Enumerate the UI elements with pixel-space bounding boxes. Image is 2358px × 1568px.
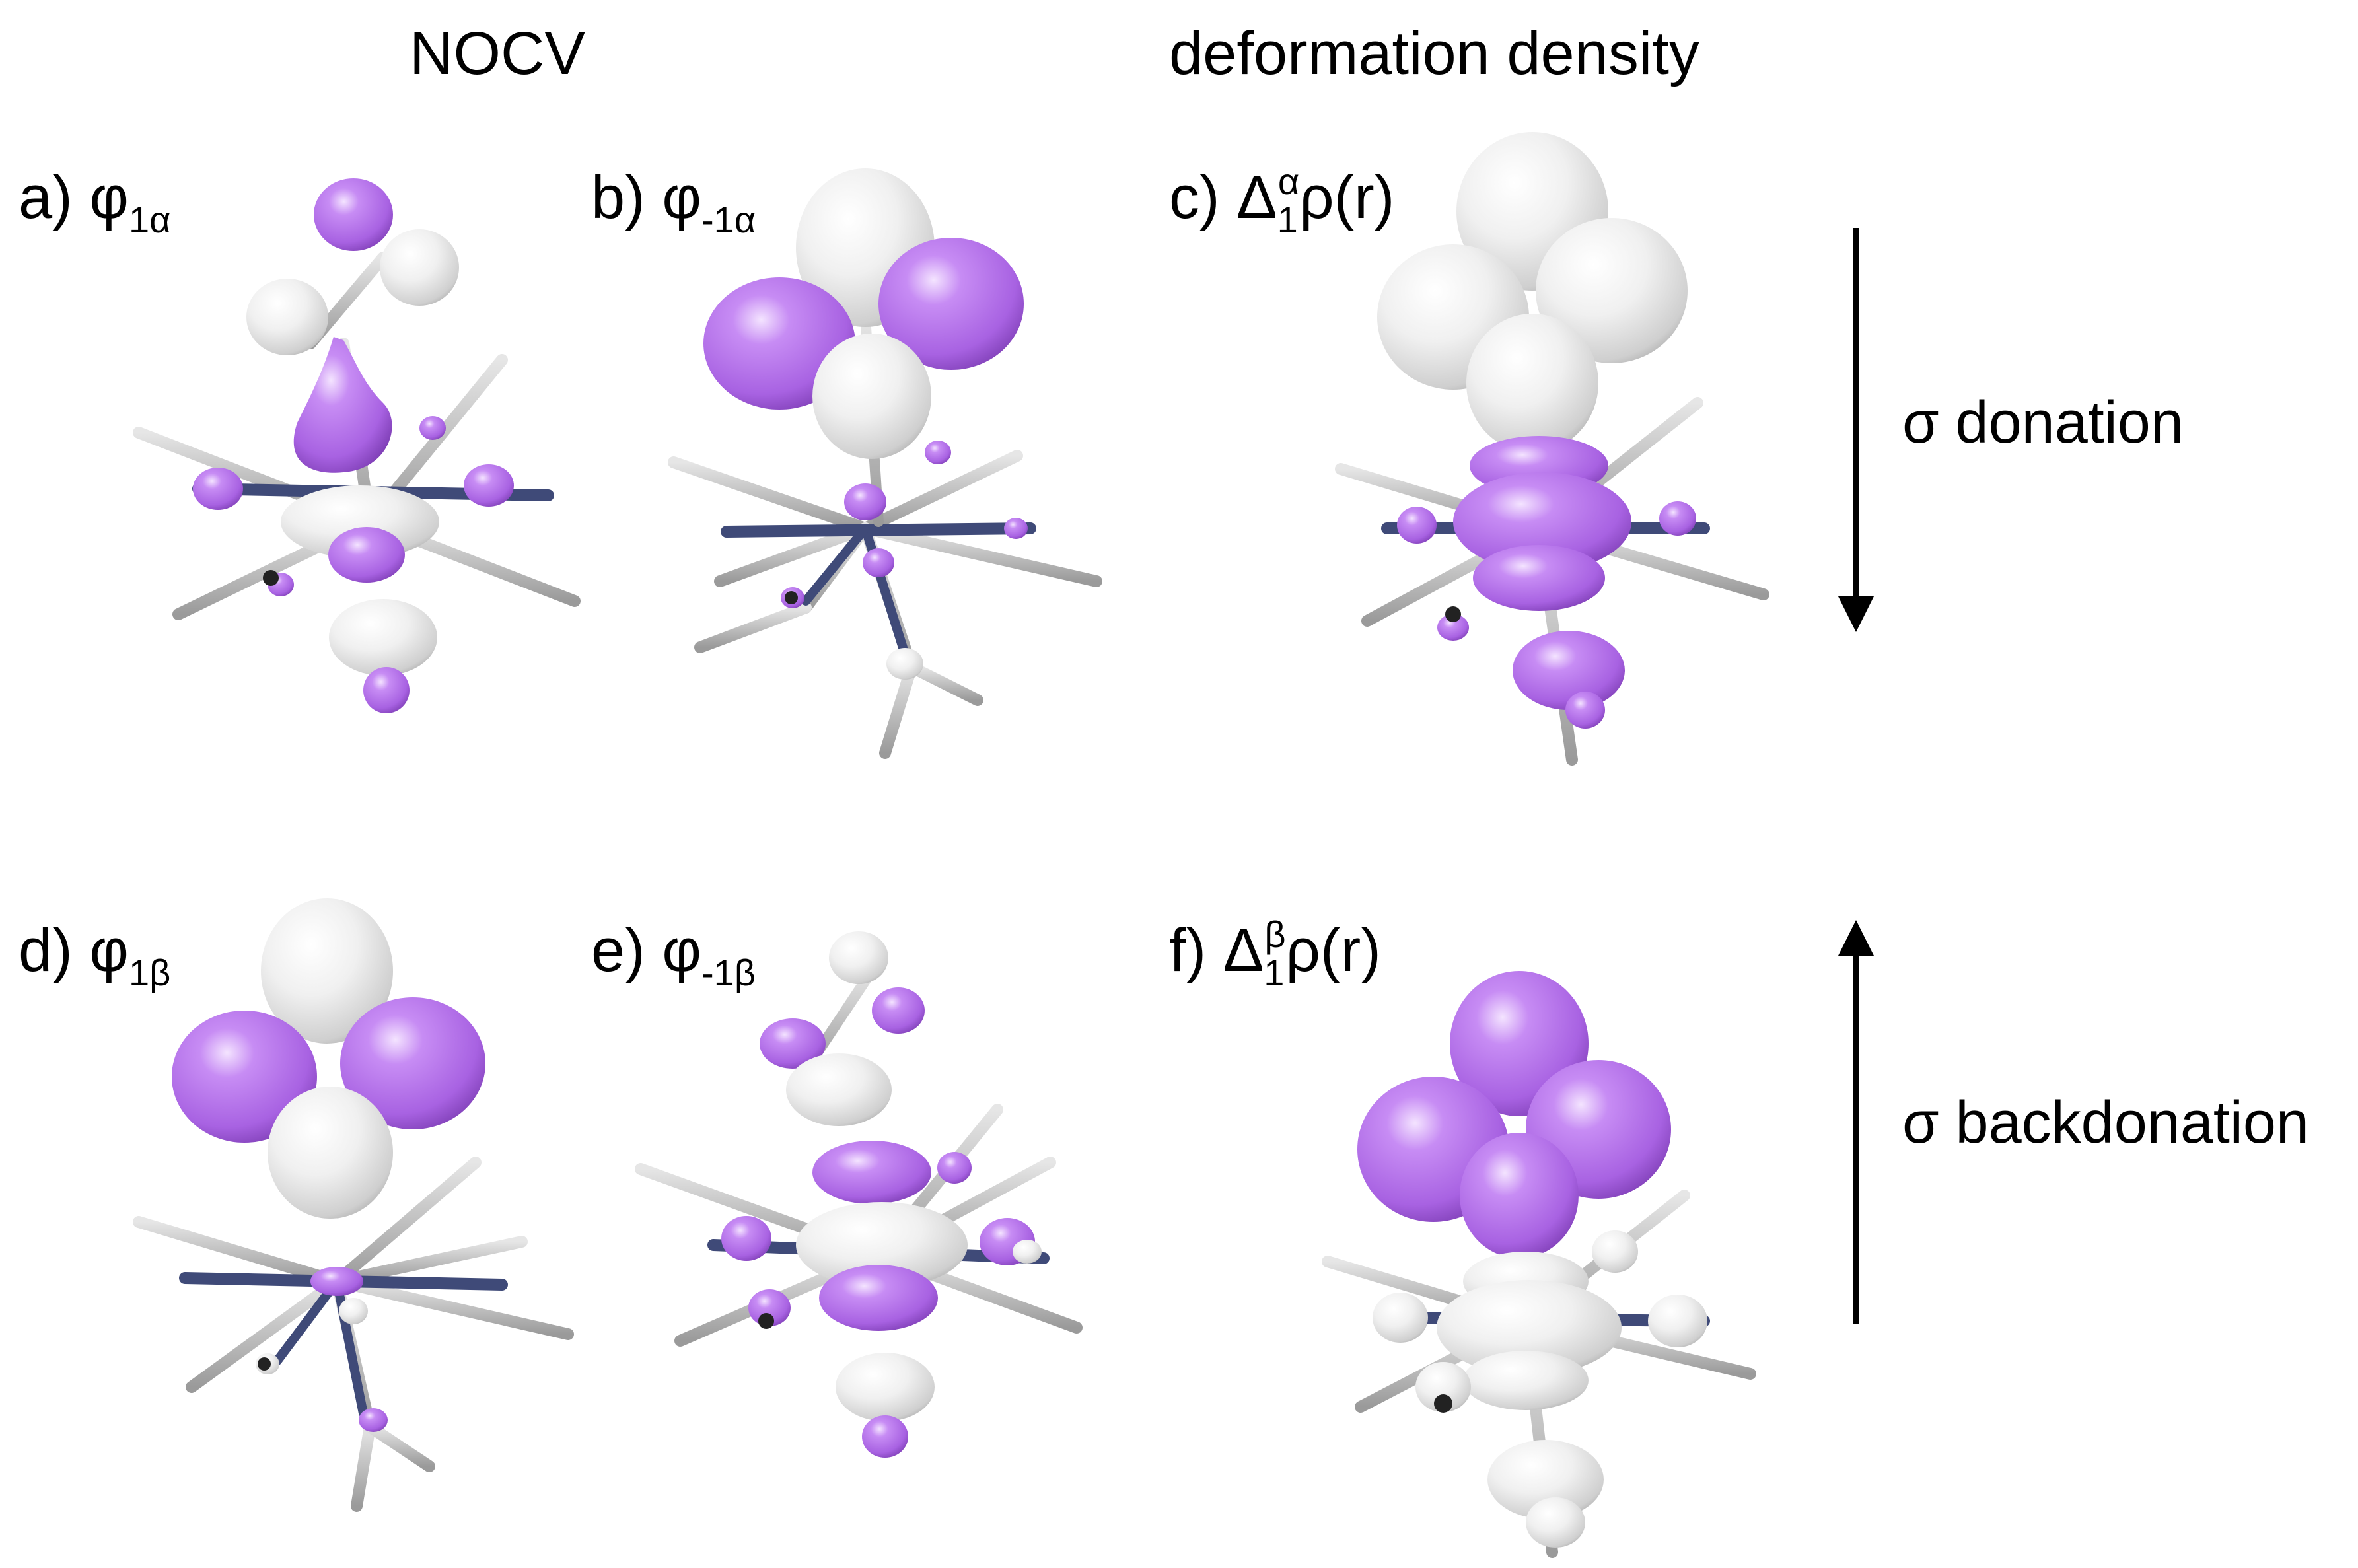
header-deformation-density: deformation density bbox=[1169, 20, 1699, 87]
panel-d-orbital bbox=[133, 898, 574, 1512]
backdonation-label: σ backdonation bbox=[1902, 1090, 2309, 1156]
svg-text:e) φ-1β: e) φ-1β bbox=[591, 917, 756, 993]
header-nocv: NOCV bbox=[410, 20, 585, 87]
svg-text:f) Δ1βρ(r): f) Δ1βρ(r) bbox=[1169, 913, 1381, 993]
panel-b-label: b) φ-1α bbox=[591, 164, 756, 240]
panel-e-label: e) φ-1β bbox=[591, 917, 756, 993]
panel-a-label: a) φ1α bbox=[18, 164, 171, 240]
panel-c-label: c) Δ1αρ(r) bbox=[1169, 160, 1394, 240]
panel-b-orbital bbox=[668, 168, 1102, 759]
svg-text:a) φ1α: a) φ1α bbox=[18, 164, 171, 240]
panel-f-orbital bbox=[1322, 971, 1756, 1558]
panel-f-label: f) Δ1βρ(r) bbox=[1169, 913, 1381, 993]
svg-text:b) φ-1α: b) φ-1α bbox=[591, 164, 756, 240]
panel-e-orbital bbox=[635, 931, 1083, 1466]
svg-text:c) Δ1αρ(r): c) Δ1αρ(r) bbox=[1169, 160, 1394, 240]
panel-c-orbital bbox=[1335, 132, 1769, 766]
panel-a-orbital bbox=[133, 178, 581, 732]
svg-text:d) φ1β: d) φ1β bbox=[18, 917, 170, 993]
panel-d-label: d) φ1β bbox=[18, 917, 170, 993]
donation-label: σ donation bbox=[1902, 390, 2184, 456]
